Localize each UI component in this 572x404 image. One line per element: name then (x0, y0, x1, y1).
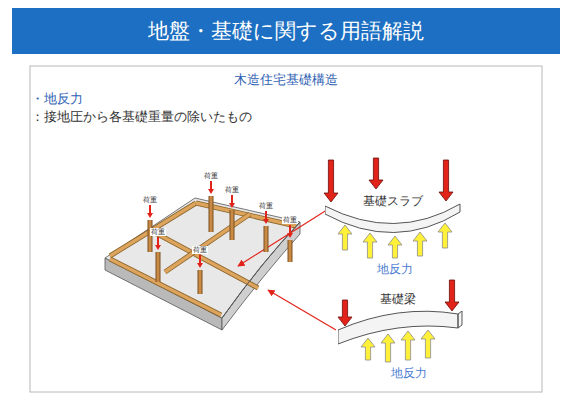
load-arrow (369, 158, 383, 189)
post (199, 270, 202, 294)
post (157, 252, 160, 282)
term: ・地反力 (31, 91, 83, 107)
post-outline (156, 252, 161, 282)
reaction-arrow (338, 225, 352, 250)
load-arrowhead (147, 213, 153, 218)
load-arrow (231, 195, 233, 204)
slab-detail: 基礎スラブ (325, 192, 460, 248)
load-arrowhead (155, 245, 161, 250)
wood-sill (165, 214, 250, 272)
leader-line (238, 208, 330, 266)
title-text: 地盤・基礎に関する用語解説 (12, 8, 560, 54)
sill-outline (165, 214, 250, 272)
sill-outline (110, 259, 221, 315)
member-name: 基礎梁 (338, 292, 458, 306)
definition: ：接地圧から各基礎重量の除いたもの (31, 109, 252, 125)
load-arrow (149, 205, 151, 214)
load-arrow (445, 280, 459, 311)
load-arrowhead (287, 233, 293, 238)
load-arrow (338, 300, 352, 326)
wood-sill (150, 230, 258, 288)
post (289, 240, 292, 262)
load-arrow (210, 181, 212, 190)
reaction-arrow (381, 334, 395, 362)
load-label: 荷重 (192, 246, 208, 254)
beam-detail: 基礎梁 (338, 290, 458, 350)
load-arrow (157, 237, 159, 246)
reaction-arrow (413, 232, 427, 256)
load-arrow (439, 160, 453, 201)
load-arrow (324, 160, 338, 202)
load-arrowhead (208, 189, 214, 194)
reaction-label: 地反力 (377, 262, 413, 276)
post (210, 196, 213, 232)
load-label: 荷重 (258, 202, 274, 210)
load-label: 荷重 (224, 186, 240, 194)
title-bar: 地盤・基礎に関する用語解説 (12, 8, 560, 54)
reaction-arrow (388, 236, 402, 258)
load-label: 荷重 (142, 196, 158, 204)
load-label: 荷重 (203, 172, 219, 180)
post-outline (198, 270, 203, 294)
load-arrowhead (197, 263, 203, 268)
member-outline (325, 204, 460, 233)
leader-line (268, 290, 336, 330)
diagram-heading: 木造住宅基礎構造 (234, 72, 338, 88)
panel-frame (30, 66, 542, 392)
sill-outline (150, 230, 258, 288)
reaction-arrow (421, 330, 435, 358)
post-outline (264, 226, 269, 252)
load-arrow (199, 255, 201, 264)
post (265, 226, 268, 252)
reaction-arrow (361, 338, 375, 360)
reaction-arrow (363, 233, 377, 258)
reaction-label: 地反力 (391, 366, 427, 380)
load-arrow (265, 211, 267, 220)
slab-top-face (105, 198, 300, 318)
post-outline (230, 210, 235, 240)
load-label: 荷重 (282, 216, 298, 224)
post (231, 210, 234, 240)
wood-sill (110, 259, 221, 315)
reaction-arrow (401, 331, 415, 360)
member-outline (338, 311, 462, 344)
foundation-drawing (105, 198, 300, 330)
load-label: 荷重 (150, 228, 166, 236)
load-arrow (289, 225, 291, 234)
posts (147, 181, 293, 294)
load-arrowhead (229, 203, 235, 208)
post-outline (288, 240, 293, 262)
reaction-arrow (438, 223, 452, 248)
load-arrowhead (263, 219, 269, 224)
member-name: 基礎スラブ (325, 194, 460, 208)
post-outline (209, 196, 214, 232)
